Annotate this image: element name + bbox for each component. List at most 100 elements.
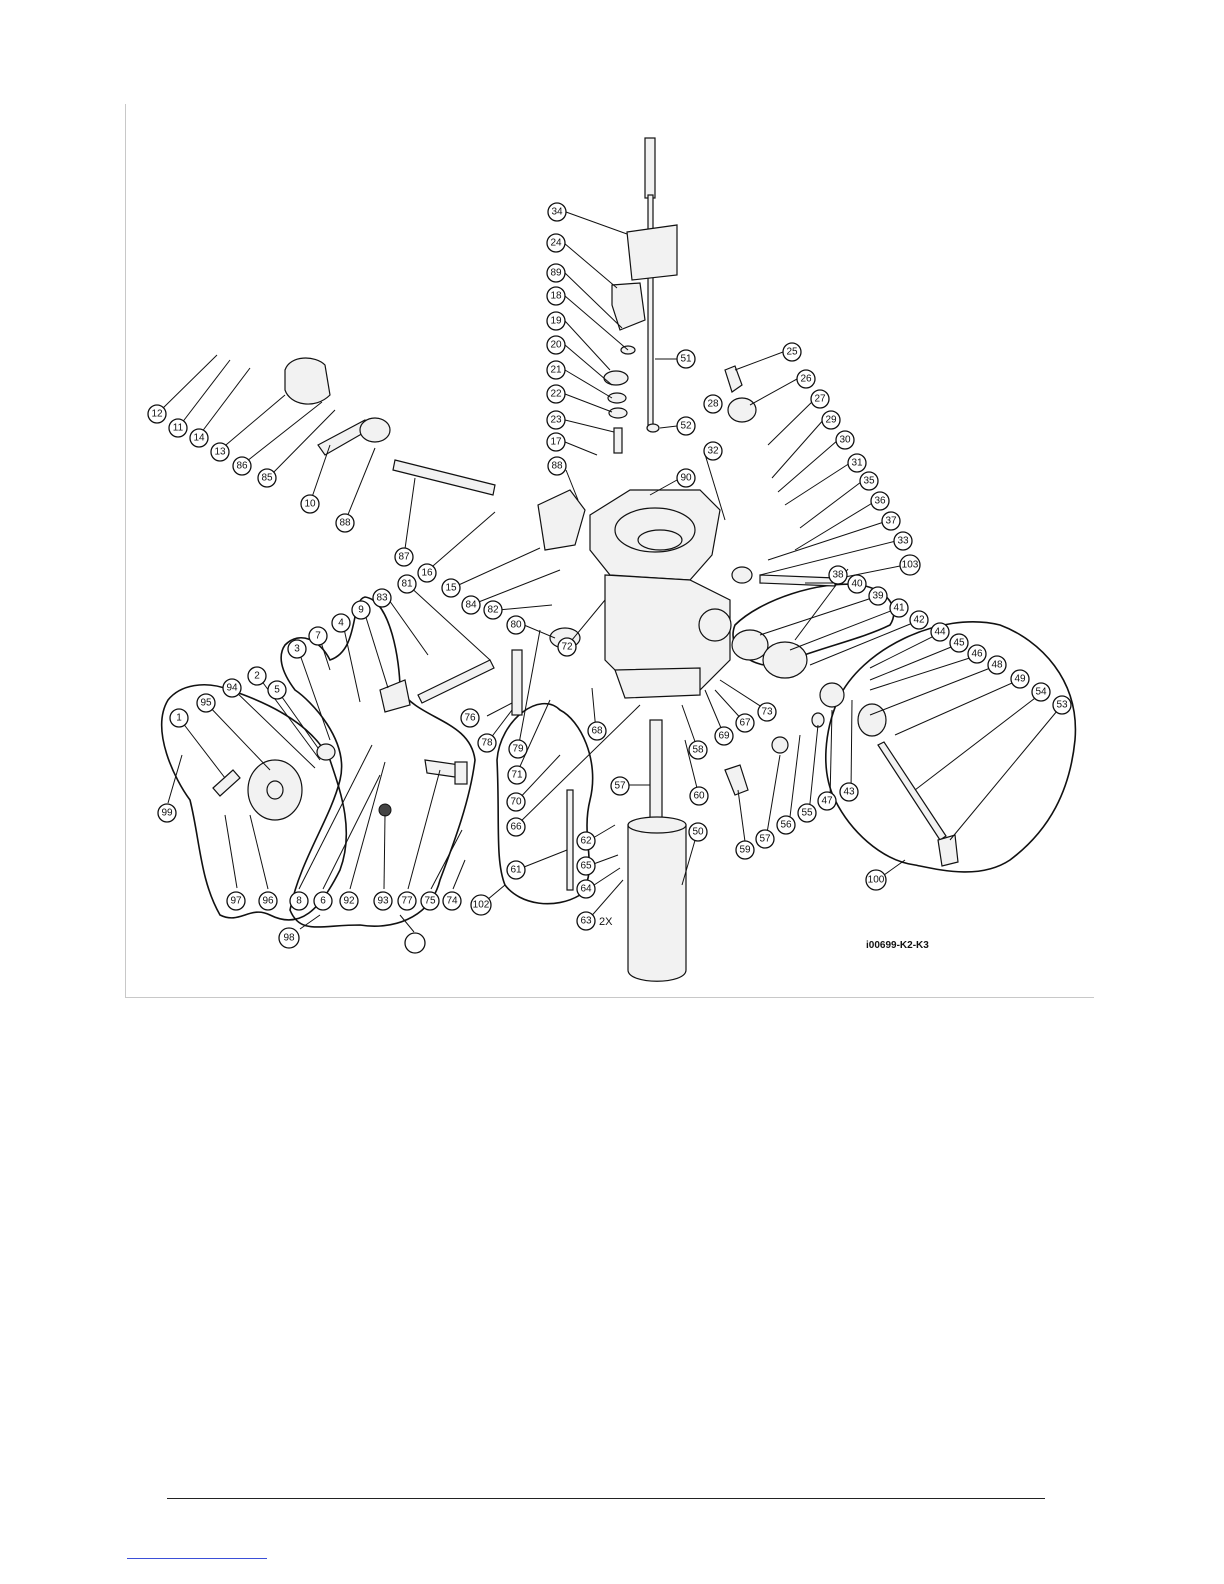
svg-text:28: 28 <box>707 399 719 410</box>
callout-4: 4 <box>331 613 351 633</box>
footer-link-underline[interactable] <box>127 1558 267 1559</box>
callout-36: 36 <box>870 491 890 511</box>
callout-44: 44 <box>930 622 950 642</box>
drawbar-top <box>644 137 656 199</box>
callout-84: 84 <box>461 595 481 615</box>
bracket-89 <box>537 489 586 551</box>
pulley-48 <box>857 703 887 737</box>
svg-text:77: 77 <box>401 896 413 907</box>
svg-text:20: 20 <box>550 340 562 351</box>
callout-52: 52 <box>676 416 696 436</box>
svg-text:45: 45 <box>953 638 965 649</box>
gear-33 <box>731 566 753 584</box>
svg-text:95: 95 <box>200 698 212 709</box>
callout-67: 67 <box>735 713 755 733</box>
callout-38: 38 <box>828 565 848 585</box>
svg-text:23: 23 <box>550 415 562 426</box>
svg-text:49: 49 <box>1014 674 1026 685</box>
bracket-24 <box>611 282 646 331</box>
quantity-note: 2X <box>599 916 613 928</box>
callout-9: 9 <box>351 600 371 620</box>
svg-text:48: 48 <box>991 660 1003 671</box>
housing-side-port <box>698 608 732 642</box>
group-outline-98 <box>280 596 476 928</box>
callout-57a: 57 <box>610 776 630 796</box>
callout-55: 55 <box>797 803 817 823</box>
svg-text:37: 37 <box>885 516 897 527</box>
callout-16: 16 <box>417 563 437 583</box>
callout-23: 23 <box>546 410 566 430</box>
callout-59: 59 <box>735 840 755 860</box>
svg-text:29: 29 <box>825 415 837 426</box>
callout-45: 45 <box>949 633 969 653</box>
svg-text:87: 87 <box>398 552 410 563</box>
callout-24: 24 <box>546 233 566 253</box>
figure-id-label: i00699-K2-K3 <box>866 940 929 951</box>
svg-text:26: 26 <box>800 374 812 385</box>
callout-27: 27 <box>810 389 830 409</box>
callout-47: 47 <box>817 791 837 811</box>
callout-100: 100 <box>865 869 887 891</box>
pin-23 <box>613 427 623 454</box>
svg-text:78: 78 <box>481 738 493 749</box>
svg-text:42: 42 <box>913 615 925 626</box>
callout-37: 37 <box>881 511 901 531</box>
shaft-81 <box>417 659 495 704</box>
callout-78: 78 <box>477 733 497 753</box>
callout-73: 73 <box>757 702 777 722</box>
svg-text:3: 3 <box>294 644 300 655</box>
callout-103 <box>404 932 426 954</box>
main-housing <box>589 489 732 699</box>
quill-top <box>627 816 687 834</box>
spacer-22 <box>608 407 628 419</box>
callout-94: 94 <box>222 678 242 698</box>
callout-61: 61 <box>506 860 526 880</box>
callout-22: 22 <box>546 384 566 404</box>
group-outline-101 <box>496 703 594 905</box>
svg-text:30: 30 <box>839 435 851 446</box>
callout-30: 30 <box>835 430 855 450</box>
svg-text:46: 46 <box>971 649 983 660</box>
hub-13 <box>284 357 331 405</box>
callout-57b: 57 <box>755 829 775 849</box>
svg-text:6: 6 <box>320 896 326 907</box>
callout-62: 62 <box>576 831 596 851</box>
svg-text:75: 75 <box>424 896 436 907</box>
bearing-19 <box>603 370 629 386</box>
svg-text:55: 55 <box>801 808 813 819</box>
handwheel-hub <box>266 780 284 800</box>
svg-text:8: 8 <box>296 896 302 907</box>
drum-41 <box>762 641 808 679</box>
cap-53 <box>937 834 959 867</box>
callout-10: 10 <box>300 494 320 514</box>
svg-text:68: 68 <box>591 726 603 737</box>
callout-98: 98 <box>278 927 300 949</box>
callout-20: 20 <box>546 335 566 355</box>
pinion-shaft-57 <box>649 719 663 821</box>
svg-text:98: 98 <box>283 933 295 944</box>
callout-5: 5 <box>267 680 287 700</box>
svg-text:7: 7 <box>315 631 321 642</box>
left-shaft-assembly <box>284 357 586 716</box>
callout-49: 49 <box>1010 669 1030 689</box>
gear-47 <box>819 682 845 708</box>
callout-58: 58 <box>688 740 708 760</box>
svg-text:71: 71 <box>511 770 523 781</box>
svg-text:53: 53 <box>1056 700 1068 711</box>
svg-text:40: 40 <box>851 579 863 590</box>
svg-text:14: 14 <box>193 433 205 444</box>
svg-text:85: 85 <box>261 473 273 484</box>
svg-text:102: 102 <box>473 900 490 911</box>
svg-text:83: 83 <box>376 593 388 604</box>
group-outlines <box>160 583 1077 928</box>
footer-rule <box>167 1498 1045 1499</box>
svg-text:22: 22 <box>550 389 562 400</box>
svg-text:62: 62 <box>580 836 592 847</box>
callout-89: 88 <box>547 456 567 476</box>
callout-14: 14 <box>189 428 209 448</box>
washer-21 <box>607 392 627 404</box>
bushing-57 <box>771 736 789 754</box>
handle-1 <box>212 769 241 797</box>
bushing-55 <box>811 712 825 728</box>
svg-text:92: 92 <box>343 896 355 907</box>
